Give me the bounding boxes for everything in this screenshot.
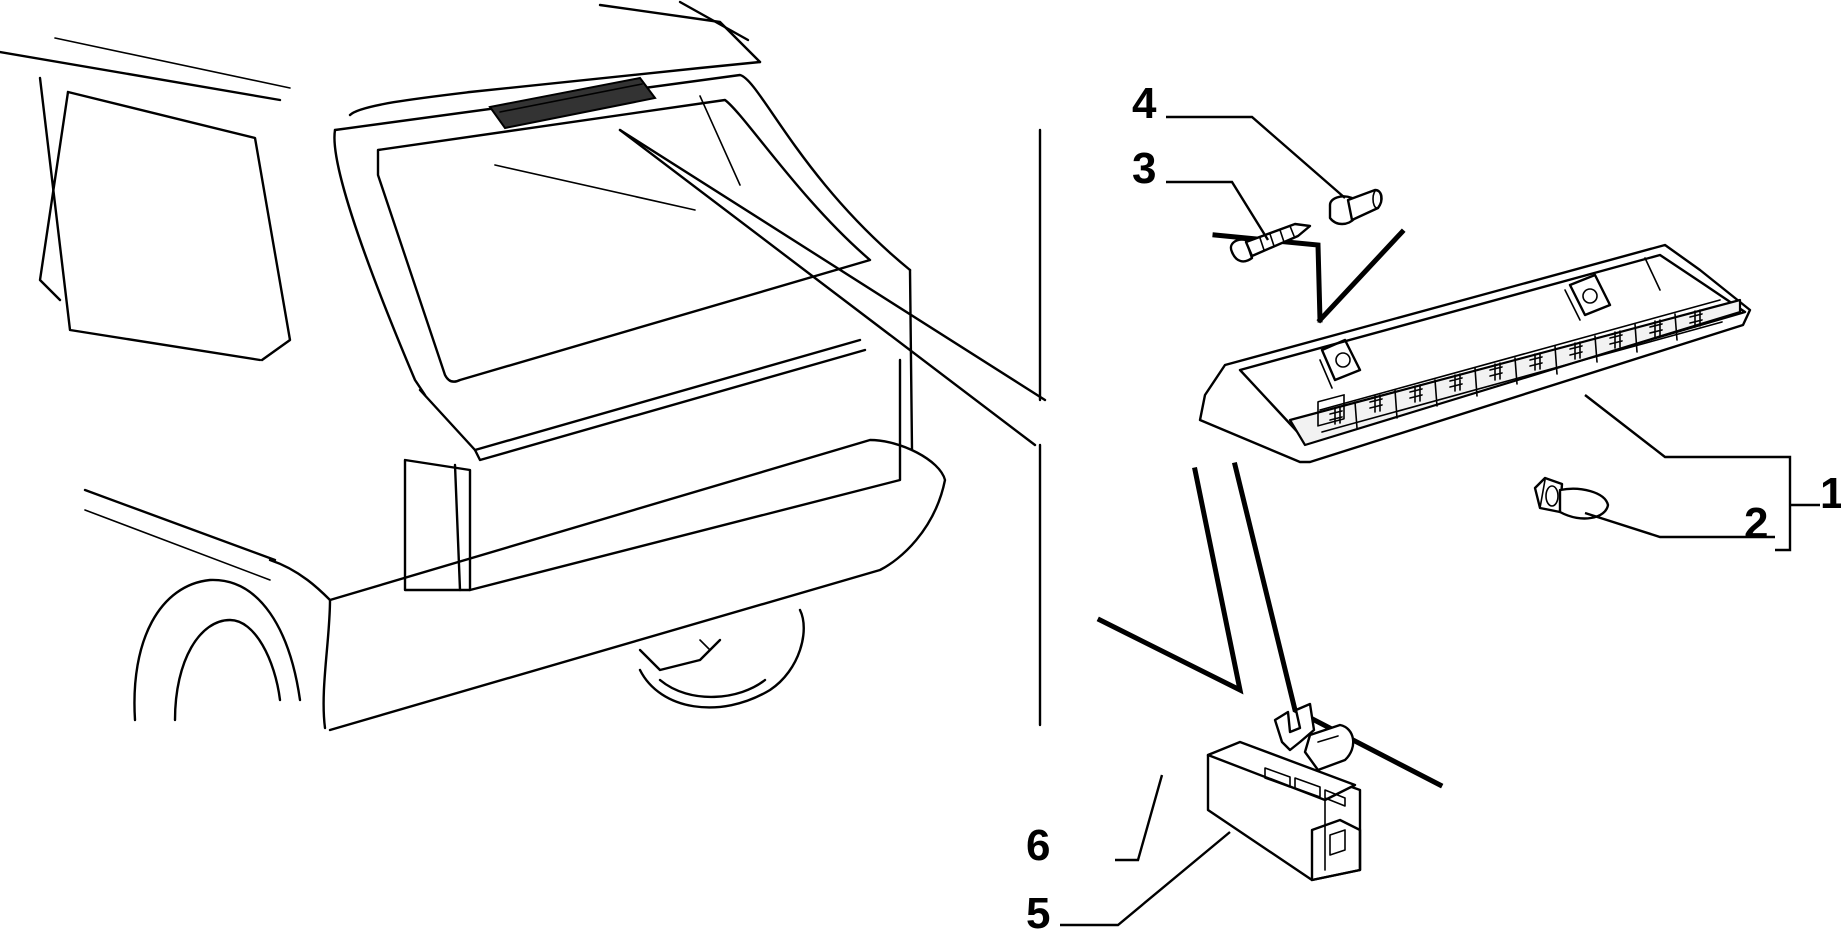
car-rear-view (0, 0, 1047, 732)
callout-6: 6 (1026, 821, 1050, 870)
leader-lines (1060, 115, 1820, 927)
part-3-self-tapping-screw (1229, 222, 1312, 263)
part-6-terminal-pin (1273, 702, 1355, 772)
part-1-high-mount-brake-light (1198, 243, 1752, 464)
callout-5: 5 (1026, 889, 1050, 932)
callout-3: 3 (1132, 144, 1156, 193)
callout-1: 1 (1820, 469, 1841, 518)
callout-2: 2 (1744, 499, 1768, 548)
part-5-connector-housing (1206, 740, 1362, 882)
part-2-wedge-bulb (1533, 476, 1610, 520)
part-4-plastic-clip (1328, 188, 1383, 226)
callout-4: 4 (1132, 79, 1157, 128)
lens-grid (1317, 394, 1345, 427)
callout-numbers: 4 3 1 2 6 5 (1026, 79, 1841, 932)
zoom-divider-lines (1038, 128, 1444, 789)
